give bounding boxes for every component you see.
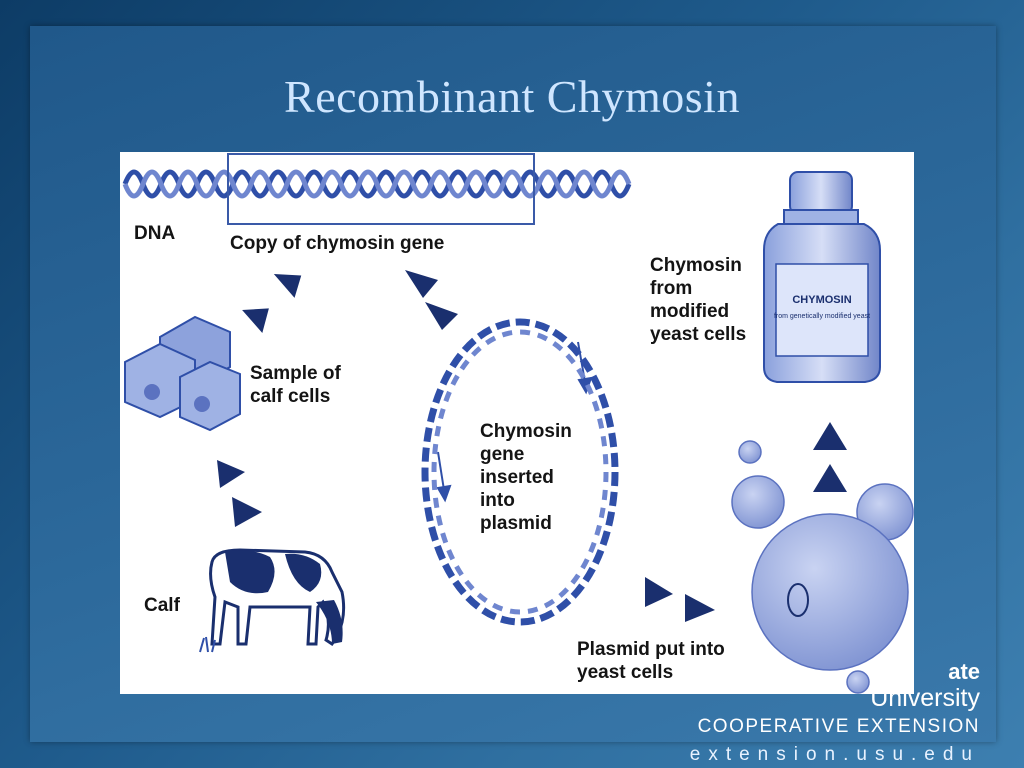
- label-copy-gene: Copy of chymosin gene: [230, 233, 445, 254]
- label-plasmid-yeast: Plasmid put into yeast cells: [577, 639, 725, 683]
- yeast-cells: [731, 440, 914, 694]
- cooperative-extension: COOPERATIVE EXTENSION: [697, 716, 980, 737]
- gene-highlight-box: [227, 153, 535, 225]
- university-name: University: [870, 684, 980, 712]
- bottle-label-main: CHYMOSIN: [792, 294, 851, 306]
- bottle-label-sub-text: from genetically modified yeast: [774, 313, 870, 320]
- calf-cells: [124, 315, 241, 432]
- label-calf: Calf: [144, 595, 180, 616]
- bottle-label-sub: from genetically modified yeast: [774, 313, 870, 320]
- label-sample-cells: Sample of calf cells: [250, 363, 341, 407]
- chymosin-bottle: [763, 171, 881, 383]
- plasmid-loop: [421, 318, 619, 626]
- diagram-graphic: CHYMOSIN from genetically modified yeast: [122, 153, 914, 694]
- calf-illustration: [199, 548, 346, 653]
- process-arrows: [217, 270, 847, 622]
- usu-branding: ate University COOPERATIVE EXTENSION ext…: [690, 660, 980, 766]
- logo-fragment: ate: [948, 659, 980, 684]
- label-dna: DNA: [134, 223, 176, 244]
- extension-url: extension.usu.edu: [689, 744, 980, 765]
- label-gene-inserted: Chymosin gene inserted into plasmid: [480, 421, 572, 534]
- label-from-yeast: Chymosin from modified yeast cells: [650, 255, 747, 345]
- dna-helix: [122, 169, 632, 199]
- diagram-panel: CHYMOSIN from genetically modified yeast…: [120, 152, 914, 694]
- slide-title: Recombinant Chymosin: [284, 71, 740, 122]
